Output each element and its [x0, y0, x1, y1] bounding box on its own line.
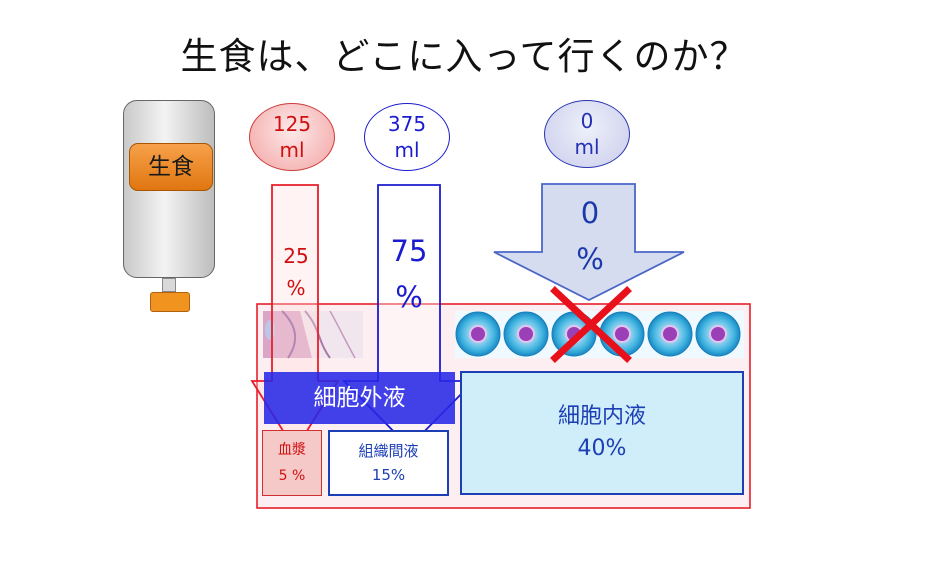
volume-amount: 125 — [272, 112, 312, 136]
cell-nucleus-icon — [517, 325, 535, 343]
isf-label: 組織間液 — [358, 442, 419, 460]
blocked-cross-icon — [550, 286, 632, 363]
icf-label: 細胞内液 — [557, 404, 646, 429]
saline-bag-neck — [162, 278, 176, 292]
icf-percent: 40% — [577, 436, 627, 461]
saline-bag-port — [150, 292, 190, 312]
volume-unit: ml — [394, 138, 420, 162]
page-title: 生食は、どこに入って行くのか？ — [180, 35, 748, 78]
plasma-box: 血漿 5 % — [262, 430, 322, 496]
volume-amount: 375 — [387, 112, 427, 136]
volume-unit: ml — [279, 138, 305, 162]
inflow-percent-interstitial: 75% — [390, 234, 428, 314]
interstitial-fluid-box: 組織間液 15% — [328, 430, 449, 496]
inflow-percent-intracellular: 0% — [576, 196, 604, 276]
volume-amount: 0 — [580, 109, 594, 133]
inflow-arrow-intracellular — [493, 183, 685, 302]
cell-nucleus-icon — [661, 325, 679, 343]
capillary-tissue-image — [263, 310, 363, 359]
isf-percent: 15% — [371, 466, 406, 484]
plasma-percent: 5 % — [278, 468, 306, 484]
saline-bag-label: 生食 — [129, 143, 213, 191]
inflow-percent-plasma: 25% — [283, 244, 309, 300]
volume-oval-intracellular: 0 ml — [544, 100, 630, 168]
volume-oval-interstitial: 375 ml — [364, 103, 450, 171]
intracellular-fluid-box: 細胞内液 40% — [460, 371, 744, 495]
extracellular-fluid-box: 細胞外液 — [264, 372, 455, 424]
volume-unit: ml — [574, 135, 600, 159]
cell-nucleus-icon — [469, 325, 487, 343]
cell-nucleus-icon — [613, 325, 631, 343]
volume-oval-plasma: 125 ml — [249, 103, 335, 171]
cell-nucleus-icon — [709, 325, 727, 343]
plasma-label: 血漿 — [278, 442, 306, 458]
